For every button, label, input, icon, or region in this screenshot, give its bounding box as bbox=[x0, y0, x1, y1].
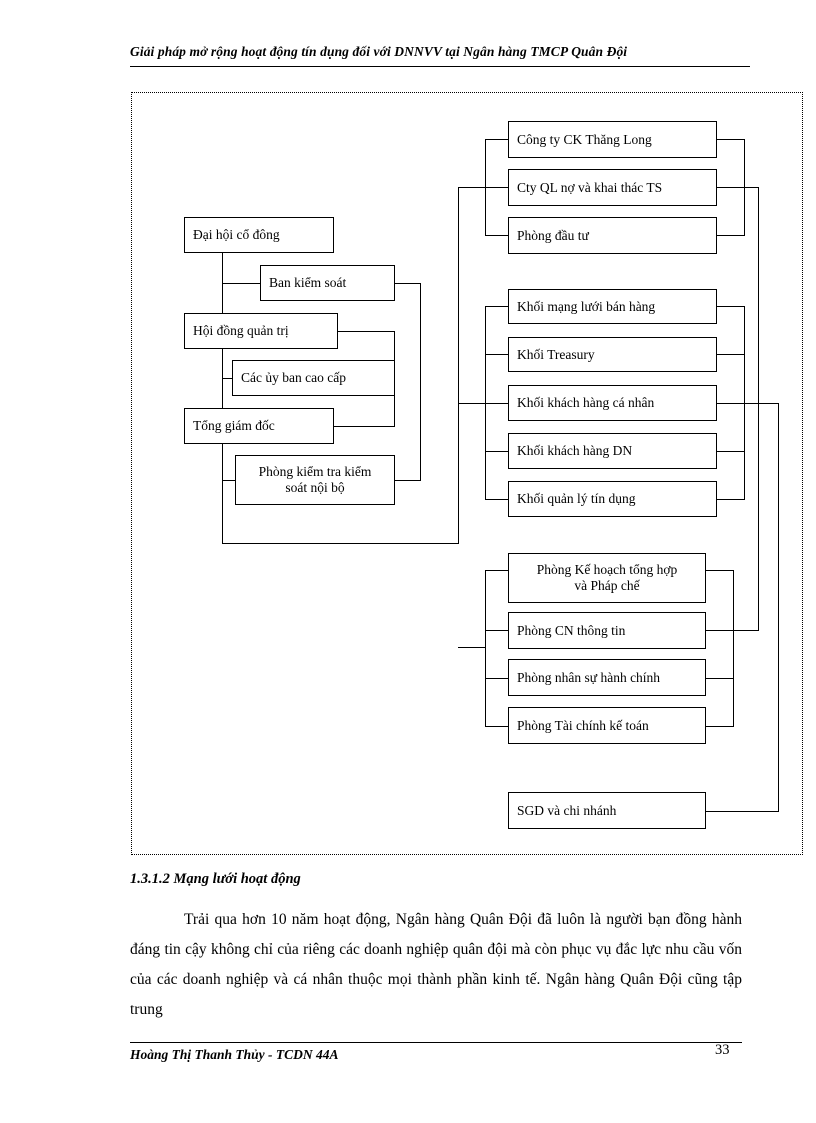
connector-group2-spine bbox=[485, 306, 487, 499]
connector-g2-right-spine bbox=[744, 306, 746, 499]
connector-g3-right-4 bbox=[706, 726, 734, 728]
connector-spine-to-trunk bbox=[222, 543, 459, 545]
connector-far-right-lower bbox=[778, 403, 780, 812]
connector-to-cac-uy-ban bbox=[222, 378, 233, 380]
connector-left-spine bbox=[222, 253, 224, 544]
footer-author: Hoàng Thị Thanh Thủy - TCDN 44A bbox=[130, 1047, 339, 1062]
connector-g3-box2 bbox=[485, 630, 509, 632]
connector-g3-right-spine bbox=[733, 570, 735, 727]
connector-hoi-dong-right bbox=[338, 331, 395, 333]
connector-main-trunk bbox=[458, 187, 460, 544]
connector-tong-giam-doc-right bbox=[334, 426, 395, 428]
connector-g3-box4 bbox=[485, 726, 509, 728]
connector-sgd-right bbox=[706, 811, 779, 813]
node-hoi-dong-quan-tri: Hội đồng quản trị bbox=[184, 313, 338, 349]
connector-g2-box2 bbox=[485, 354, 509, 356]
header-rule bbox=[130, 66, 750, 67]
node-phong-tai-chinh-ke-toan: Phòng Tài chính kế toán bbox=[508, 707, 706, 744]
node-cong-ty-ck-thang-long: Công ty CK Thăng Long bbox=[508, 121, 717, 158]
node-phong-ke-hoach-tong-hop-va-phap-che: Phòng Kế hoạch tổng hợp và Pháp chế bbox=[508, 553, 706, 603]
connector-trunk-to-group1 bbox=[458, 187, 486, 189]
connector-g3-right-2 bbox=[706, 630, 759, 632]
connector-g2-right-2 bbox=[717, 354, 745, 356]
node-khoi-treasury: Khối Treasury bbox=[508, 337, 717, 372]
node-phong-nhan-su-hanh-chinh: Phòng nhân sự hành chính bbox=[508, 659, 706, 696]
connector-g3-right-3 bbox=[706, 678, 734, 680]
connector-g1-box1 bbox=[485, 139, 509, 141]
connector-g2-box1 bbox=[485, 306, 509, 308]
connector-ban-kiem-soat-right bbox=[395, 283, 421, 285]
node-phong-dau-tu: Phòng đầu tư bbox=[508, 217, 717, 254]
node-ban-kiem-soat: Ban kiểm soát bbox=[260, 265, 395, 301]
node-tong-giam-doc: Tổng giám đốc bbox=[184, 408, 334, 444]
figure-frame bbox=[131, 92, 803, 855]
connector-g2-box3 bbox=[485, 403, 509, 405]
connector-g3-box1 bbox=[485, 570, 509, 572]
node-phong-cn-thong-tin: Phòng CN thông tin bbox=[508, 612, 706, 649]
connector-g2-box5 bbox=[485, 499, 509, 501]
node-khoi-mang-luoi-ban-hang: Khối mạng lưới bán hàng bbox=[508, 289, 717, 324]
connector-g2-right-3 bbox=[717, 403, 779, 405]
page-number: 33 bbox=[715, 1042, 730, 1058]
connector-g1-right-3 bbox=[717, 235, 745, 237]
connector-g1-box3 bbox=[485, 235, 509, 237]
connector-group3-spine bbox=[485, 570, 487, 726]
node-phong-kiem-tra-kiem-soat-noi-bo: Phòng kiểm tra kiểm soát nội bộ bbox=[235, 455, 395, 505]
connector-right-loop-outer bbox=[420, 283, 422, 481]
connector-g1-box2 bbox=[485, 187, 509, 189]
connector-g3-box3 bbox=[485, 678, 509, 680]
section-heading: 1.3.1.2 Mạng lưới hoạt động bbox=[130, 871, 301, 887]
node-cac-uy-ban-cao-cap: Các ủy ban cao cấp bbox=[232, 360, 395, 396]
connector-g3-right-1 bbox=[706, 570, 734, 572]
connector-g2-box4 bbox=[485, 451, 509, 453]
connector-g1-right-1 bbox=[717, 139, 745, 141]
connector-far-right-upper bbox=[758, 187, 760, 631]
node-cty-ql-no-khai-thac-ts: Cty QL nợ và khai thác TS bbox=[508, 169, 717, 206]
body-text: Trải qua hơn 10 năm hoạt động, Ngân hàng… bbox=[130, 905, 742, 1025]
connector-g2-right-1 bbox=[717, 306, 745, 308]
connector-trunk-to-group2 bbox=[458, 403, 486, 405]
connector-g2-right-4 bbox=[717, 451, 745, 453]
footer-rule bbox=[130, 1042, 742, 1043]
connector-g1-right-2 bbox=[717, 187, 759, 189]
running-header: Giải pháp mở rộng hoạt động tín dụng đối… bbox=[130, 44, 628, 59]
node-khoi-khach-hang-ca-nhan: Khối khách hàng cá nhân bbox=[508, 385, 717, 421]
connector-to-phong-kiem-tra bbox=[222, 480, 236, 482]
node-dai-hoi-co-dong: Đại hội cổ đông bbox=[184, 217, 334, 253]
connector-phong-kiem-tra-right bbox=[395, 480, 421, 482]
connector-g2-right-5 bbox=[717, 499, 745, 501]
node-khoi-khach-hang-dn: Khối khách hàng DN bbox=[508, 433, 717, 469]
node-khoi-quan-ly-tin-dung: Khối quản lý tín dụng bbox=[508, 481, 717, 517]
connector-g1-right-spine bbox=[744, 139, 746, 236]
body-paragraph: Trải qua hơn 10 năm hoạt động, Ngân hàng… bbox=[130, 911, 742, 1018]
connector-trunk-to-group3 bbox=[458, 647, 486, 649]
node-sgd-va-chi-nhanh: SGD và chi nhánh bbox=[508, 792, 706, 829]
connector-to-ban-kiem-soat bbox=[222, 283, 261, 285]
